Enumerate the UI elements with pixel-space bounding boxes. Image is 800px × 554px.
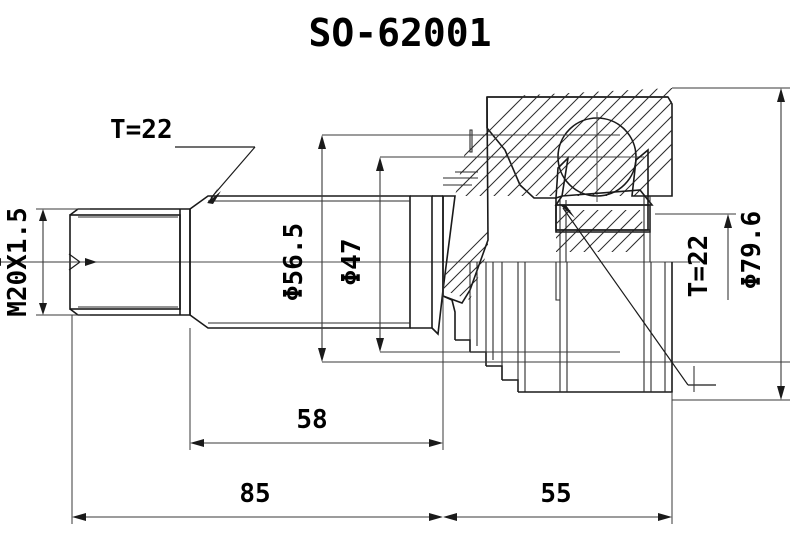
dimension-label-phi-47: Φ47 [337,239,367,286]
dimension-phi-79-6: Φ79.6 [672,87,790,401]
dimension-label-85: 85 [239,479,270,509]
dimension-label-shaft-teeth: T=22 [110,115,173,145]
dimension-length-55: 55 [443,392,673,524]
inner-race-section [554,189,654,262]
dimension-label-58: 58 [296,405,327,435]
dimension-phi-56-5: Φ56.5 [279,134,790,363]
dimension-label-phi-79-6: Φ79.6 [737,211,767,289]
dimension-label-thread: M20X1.5 [3,207,33,317]
callout-inner-race-teeth: T=22 [559,204,736,392]
page-title: SO-62001 [308,11,491,55]
section-hatch-flange [443,159,488,300]
dimension-phi-47: Φ47 [337,156,620,353]
section-hatch-upper [443,88,672,196]
dimension-label-55: 55 [540,479,571,509]
dimension-m20x1p5: M20X1.5 [0,207,97,317]
dimension-label-inner-race-teeth: T=22 [684,235,714,298]
boot-and-housing-outline [442,262,673,393]
dimension-length-58: 58 [189,262,444,450]
dimension-length-85: 85 [71,315,443,524]
splined-shaft-geometry [179,195,444,336]
callout-shaft-teeth: T=22 [110,115,256,204]
dimension-label-phi-56-5: Φ56.5 [279,223,309,301]
